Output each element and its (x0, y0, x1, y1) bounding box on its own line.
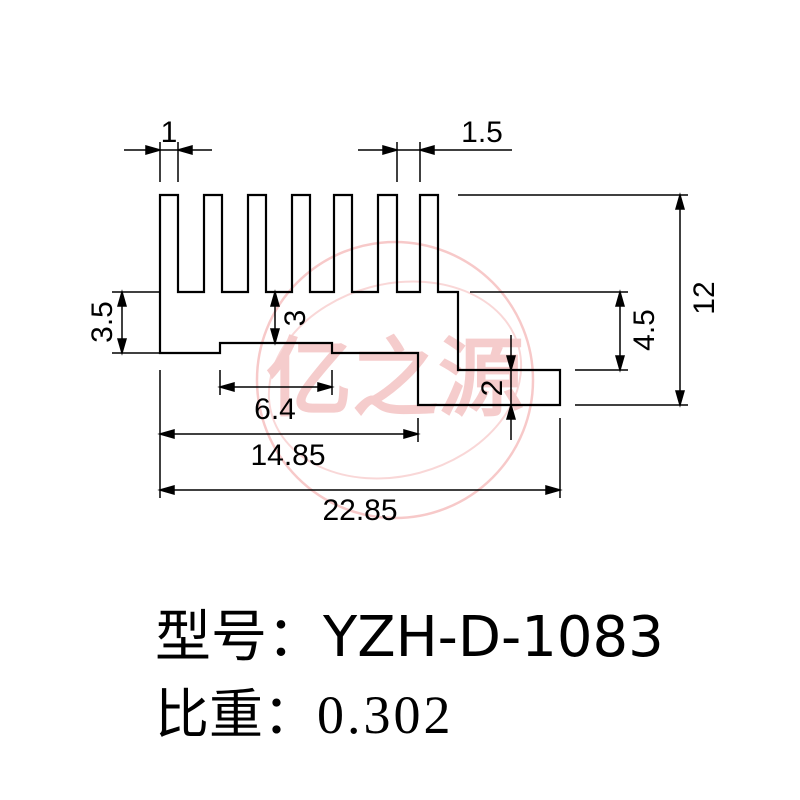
dim-right-step-height: 4.5 (628, 309, 661, 351)
profile-outline (158, 193, 562, 407)
dim-step-height: 2 (476, 380, 509, 397)
dim-fin-width: 1 (161, 116, 178, 149)
dim-fin-gap: 1.5 (461, 116, 503, 149)
weight-line: 比重：0.302 (155, 670, 454, 749)
dim-slot-width: 6.4 (254, 393, 296, 426)
model-value: YZH-D-1083 (323, 605, 664, 670)
dim-step-offset: 14.85 (250, 439, 325, 472)
watermark-text: 亿之源 (266, 329, 524, 429)
model-label: 型号： (155, 605, 323, 670)
watermark-logo: 亿之源 (255, 240, 535, 520)
dim-base-height-left: 3.5 (86, 301, 119, 343)
dim-fin-depth: 3 (279, 310, 312, 327)
weight-label: 比重： (155, 683, 317, 746)
dim-total-height: 12 (688, 281, 721, 314)
dim-total-width: 22.85 (322, 494, 397, 527)
extension-lines (112, 142, 688, 498)
dimension-lines (117, 145, 685, 495)
model-line: 型号：YZH-D-1083 (155, 592, 664, 673)
weight-value: 0.302 (317, 685, 454, 745)
